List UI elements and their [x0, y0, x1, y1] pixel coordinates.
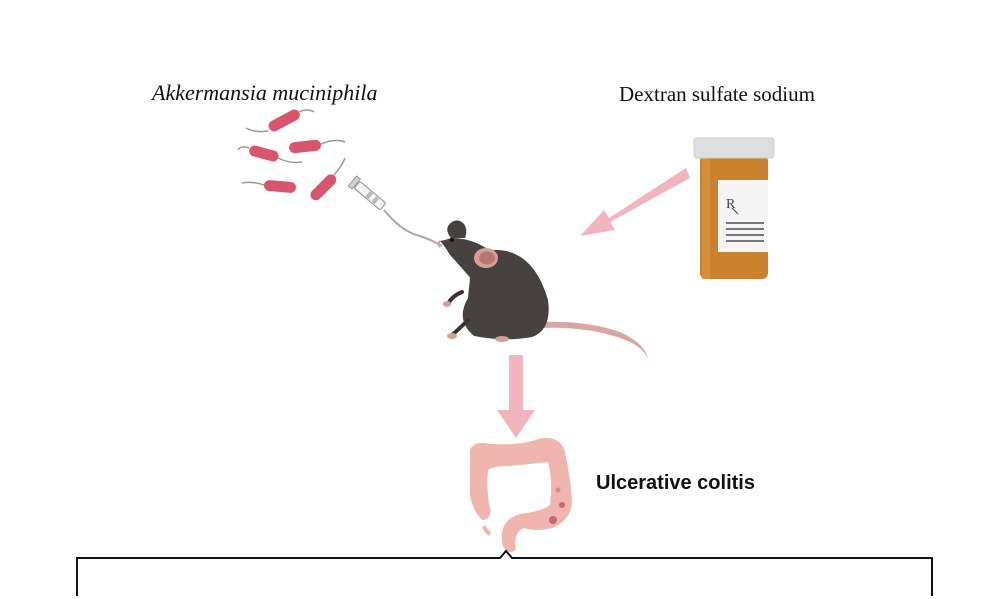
bacteria-label: Akkermansia muciniphila: [152, 80, 378, 105]
bacterium: [289, 139, 346, 154]
colon-icon: [469, 437, 572, 552]
bacterium: [237, 145, 303, 164]
disease-label: Ulcerative colitis: [596, 472, 755, 494]
bacterium: [245, 109, 315, 133]
bracket-line: [76, 549, 933, 596]
bacteria-icon: [237, 109, 346, 201]
rx-symbol: R: [726, 197, 736, 212]
mouse-icon: [437, 220, 648, 360]
drug-label: Dextran sulfate sodium: [619, 82, 815, 106]
arrow-drug-to-mouse: [580, 168, 690, 236]
syringe-icon: [347, 175, 443, 247]
pill-bottle-icon: R: [693, 137, 775, 279]
bacterium: [310, 157, 346, 201]
bacterium: [241, 180, 296, 193]
arrow-mouse-to-colon: [497, 355, 535, 438]
